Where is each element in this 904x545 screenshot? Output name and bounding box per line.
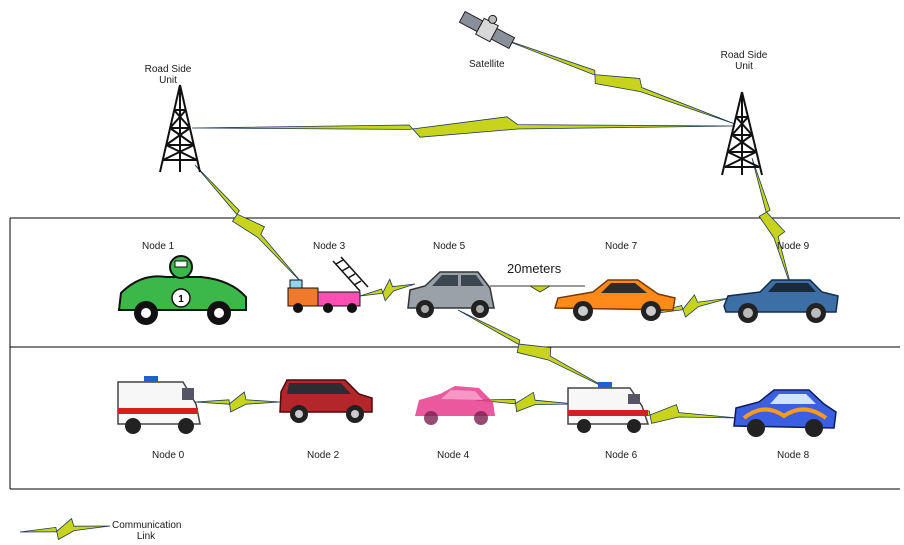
legend-label: Communication Link [112, 520, 182, 542]
link-node-0-to-node-2 [194, 391, 281, 413]
distance-indicator [490, 285, 585, 293]
distance-label: 20meters [507, 261, 562, 276]
link-rsu-right-to-node-9 [751, 157, 793, 291]
satellite-label: Satellite [469, 59, 505, 70]
rsu-left-label: Road Side Unit [133, 64, 203, 86]
node-1-race-car-icon: 1 [117, 255, 247, 325]
link-node-3-to-node-5 [359, 278, 416, 302]
node-9-label: Node 9 [777, 241, 810, 252]
road [9, 217, 900, 490]
node-0-ambulance-icon [117, 376, 201, 434]
rsu-left-label-line1: Road Side [144, 64, 192, 75]
rsu-right-label-line1: Road Side [720, 50, 768, 61]
node-4-pink-car-icon [415, 386, 495, 425]
link-satellite-to-rsu-right [499, 37, 736, 125]
node-6-label: Node 6 [605, 450, 638, 461]
node-3-label: Node 3 [313, 241, 346, 252]
node-7-label: Node 7 [605, 241, 638, 252]
node-8-decorated-car-icon [733, 389, 837, 437]
node-3-fire-truck-icon [287, 256, 369, 313]
node-2-red-suv-icon [279, 379, 373, 423]
node-2-label: Node 2 [307, 450, 340, 461]
legend-label-line2: Link [136, 531, 156, 542]
rsu-right-label: Road Side Unit [709, 50, 779, 72]
road-side-unit-left-icon [159, 84, 201, 173]
rsu-right-label-line2: Unit [735, 61, 753, 72]
communication-links [19, 37, 793, 541]
satellite-icon [458, 10, 516, 50]
node-6-ambulance-icon [567, 382, 650, 433]
svg-text:1: 1 [178, 294, 184, 305]
link-rsu-left-to-rsu-right [191, 116, 736, 138]
node-5-suv-icon [407, 271, 495, 318]
legend-link-icon [19, 517, 111, 541]
node-4-label: Node 4 [437, 450, 470, 461]
node-1-label: Node 1 [142, 241, 175, 252]
node-0-label: Node 0 [152, 450, 185, 461]
node-7-sports-car-icon [553, 279, 676, 321]
link-node-5-to-node-6 [457, 309, 611, 391]
legend-label-line1: Communication [112, 520, 182, 531]
node-9-muscle-car-icon [723, 279, 839, 323]
link-rsu-left-to-node-3 [194, 164, 303, 284]
road-side-unit-right-icon [721, 91, 763, 176]
node-8-label: Node 8 [777, 450, 810, 461]
node-5-label: Node 5 [433, 241, 466, 252]
rsu-left-label-line2: Unit [159, 75, 177, 86]
